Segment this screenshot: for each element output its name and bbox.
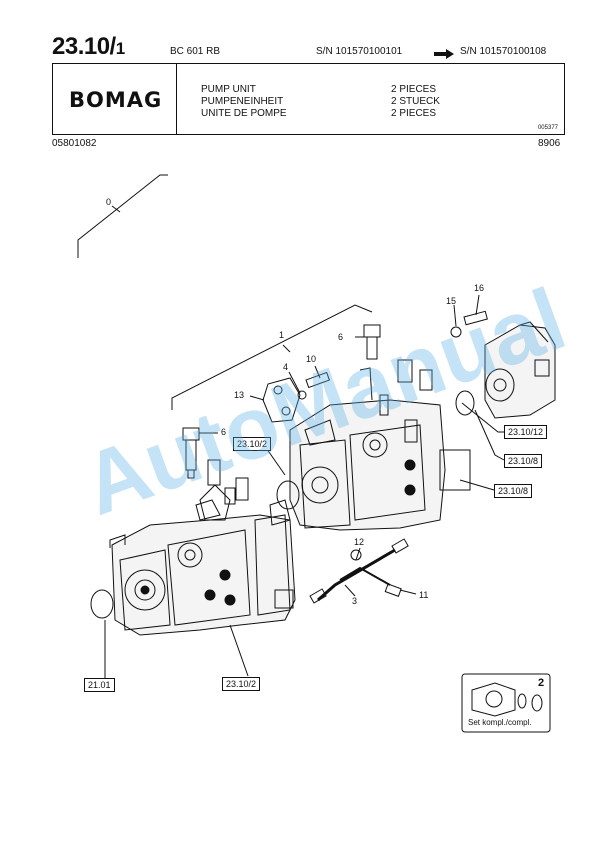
callout-13: 13 xyxy=(234,390,245,400)
bomag-logo: BOMAG xyxy=(69,88,163,112)
ref-23-10-8-lower: 23.10/8 xyxy=(494,484,533,498)
qty-en: 2 PIECES xyxy=(391,84,437,95)
callout-6-top: 6 xyxy=(338,332,344,342)
callout-11: 11 xyxy=(419,590,429,600)
callout-3: 3 xyxy=(352,596,358,606)
model-label: BC 601 RB xyxy=(170,46,221,57)
callout-2: 2 xyxy=(538,677,545,689)
qty-fr: 2 PIECES xyxy=(391,108,437,119)
image-code: 005377 xyxy=(537,125,558,131)
right-pump-unit xyxy=(289,359,471,531)
o-ring xyxy=(90,589,114,619)
desc-fr: UNITE DE POMPE xyxy=(201,108,287,119)
callout-6-left: 6 xyxy=(221,427,227,437)
callout-0: 0 xyxy=(106,197,112,207)
ref-23-10-2-top: 23.10/2 xyxy=(233,437,272,451)
callout-12: 12 xyxy=(354,537,365,547)
page-number: 23.10/1 xyxy=(52,33,125,60)
desc-en: PUMP UNIT xyxy=(201,84,256,95)
date-code: 8906 xyxy=(538,138,561,149)
callout-15: 15 xyxy=(446,296,457,306)
desc-de: PUMPENEINHEIT xyxy=(201,96,284,107)
serial-from: S/N 101570100101 xyxy=(316,46,403,57)
ref-21-01: 21.01 xyxy=(84,678,115,692)
qty-de: 2 STUECK xyxy=(391,96,440,107)
ref-23-10-8-upper: 23.10/8 xyxy=(504,454,543,468)
title-box: BOMAG PUMP UNIT PUMPENEINHEIT UNITE DE P… xyxy=(52,63,565,135)
doc-number: 05801082 xyxy=(52,138,97,149)
callout-1: 1 xyxy=(279,330,285,340)
serial-to: S/N 101570100108 xyxy=(460,46,547,57)
callout-4: 4 xyxy=(283,362,289,372)
callout-10: 10 xyxy=(306,354,317,364)
ref-23-10-12: 23.10/12 xyxy=(504,425,548,439)
ref-23-10-2-bottom: 23.10/2 xyxy=(222,677,261,691)
gear-pump xyxy=(484,321,556,419)
arrow-right-icon xyxy=(434,46,454,64)
left-pump-unit xyxy=(109,459,296,636)
callout-16: 16 xyxy=(474,283,485,293)
kit-label: Set kompl./compl. xyxy=(468,718,532,727)
